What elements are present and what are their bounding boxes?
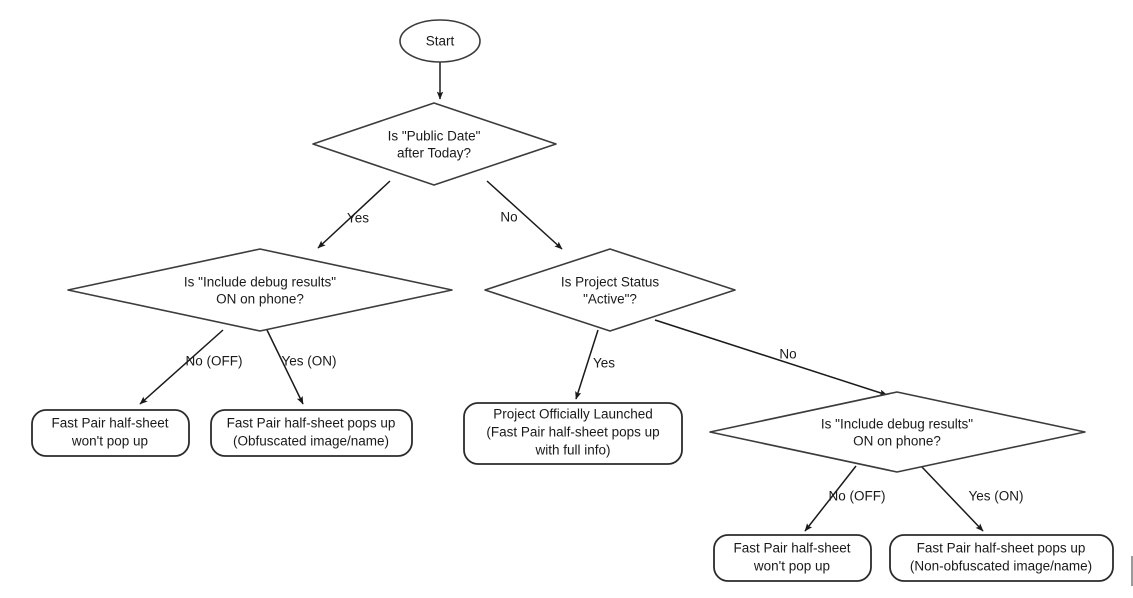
- node-terminal-no-popup-left[interactable]: Fast Pair half-sheet won't pop up: [31, 409, 190, 457]
- edge-d1-to-d3-no: No: [486, 180, 563, 250]
- terminal-no-popup-right-shape: [713, 534, 872, 582]
- edge-label-no-off-d4: No (OFF): [829, 489, 886, 504]
- decision-public-date-shape: [312, 102, 557, 186]
- node-terminal-non-obfuscated[interactable]: Fast Pair half-sheet pops up (Non-obfusc…: [889, 534, 1114, 582]
- edge-d3-to-t3-yes: Yes: [575, 329, 615, 400]
- terminal-no-popup-right-line2: won't pop up: [753, 559, 830, 574]
- terminal-obfuscated-line1: Fast Pair half-sheet pops up: [227, 416, 396, 431]
- node-start[interactable]: Start: [399, 19, 481, 63]
- edge-label-no-off-d2: No (OFF): [186, 354, 243, 369]
- start-label: Start: [426, 34, 455, 49]
- node-terminal-obfuscated[interactable]: Fast Pair half-sheet pops up (Obfuscated…: [210, 409, 413, 457]
- node-decision-debug-right[interactable]: Is "Include debug results" ON on phone?: [709, 391, 1086, 473]
- terminal-officially-launched-line1: Project Officially Launched: [493, 407, 653, 422]
- terminal-officially-launched-line3: with full info): [534, 443, 610, 458]
- decision-project-status-shape: [484, 248, 736, 332]
- terminal-non-obfuscated-shape: [889, 534, 1114, 582]
- edge-label-yes-d1: Yes: [347, 211, 369, 226]
- edge-d2-to-t2-yes-on: Yes (ON): [266, 329, 337, 405]
- terminal-no-popup-left-line2: won't pop up: [71, 434, 148, 449]
- edge-label-yes-d3: Yes: [593, 356, 615, 371]
- node-decision-debug-left[interactable]: Is "Include debug results" ON on phone?: [67, 248, 453, 332]
- terminal-obfuscated-line2: (Obfuscated image/name): [233, 434, 389, 449]
- edge-d4-to-t4-no-off: No (OFF): [804, 465, 886, 532]
- edge-label-yes-on-d4: Yes (ON): [968, 489, 1023, 504]
- terminal-no-popup-left-line1: Fast Pair half-sheet: [51, 416, 168, 431]
- edge-label-no-d3: No: [779, 347, 796, 362]
- terminal-non-obfuscated-line1: Fast Pair half-sheet pops up: [917, 541, 1086, 556]
- terminal-officially-launched-line2: (Fast Pair half-sheet pops up: [486, 425, 659, 440]
- decision-debug-right-shape: [709, 391, 1086, 473]
- edge-label-yes-on-d2: Yes (ON): [281, 354, 336, 369]
- decision-debug-left-line1: Is "Include debug results": [184, 275, 336, 290]
- node-decision-project-status[interactable]: Is Project Status "Active"?: [484, 248, 736, 332]
- edge-d1-to-d2-yes: Yes: [317, 180, 391, 249]
- decision-debug-left-shape: [67, 248, 453, 332]
- edge-label-no-d1: No: [500, 210, 517, 225]
- decision-public-date-line2: after Today?: [397, 146, 471, 161]
- decision-debug-right-line1: Is "Include debug results": [821, 417, 973, 432]
- edge-d2-to-t1-no-off: No (OFF): [139, 329, 243, 405]
- terminal-non-obfuscated-line2: (Non-obfuscated image/name): [910, 559, 1092, 574]
- decision-project-status-line1: Is Project Status: [561, 275, 660, 290]
- decision-debug-right-line2: ON on phone?: [853, 434, 941, 449]
- decision-debug-left-line2: ON on phone?: [216, 292, 304, 307]
- terminal-officially-launched-shape: [463, 402, 683, 465]
- decision-project-status-line2: "Active"?: [583, 292, 637, 307]
- node-terminal-no-popup-right[interactable]: Fast Pair half-sheet won't pop up: [713, 534, 872, 582]
- decision-public-date-line1: Is "Public Date": [388, 129, 481, 144]
- edge-artifact-mark: [1131, 556, 1133, 586]
- terminal-no-popup-left-shape: [31, 409, 190, 457]
- edge-d3-to-d4-no: No: [654, 319, 888, 396]
- start-ellipse-shape: [399, 19, 481, 63]
- edge-d4-to-t5-yes-on: Yes (ON): [920, 465, 1024, 532]
- node-decision-public-date[interactable]: Is "Public Date" after Today?: [312, 102, 557, 186]
- node-terminal-officially-launched[interactable]: Project Officially Launched (Fast Pair h…: [463, 402, 683, 465]
- terminal-obfuscated-shape: [210, 409, 413, 457]
- terminal-no-popup-right-line1: Fast Pair half-sheet: [733, 541, 850, 556]
